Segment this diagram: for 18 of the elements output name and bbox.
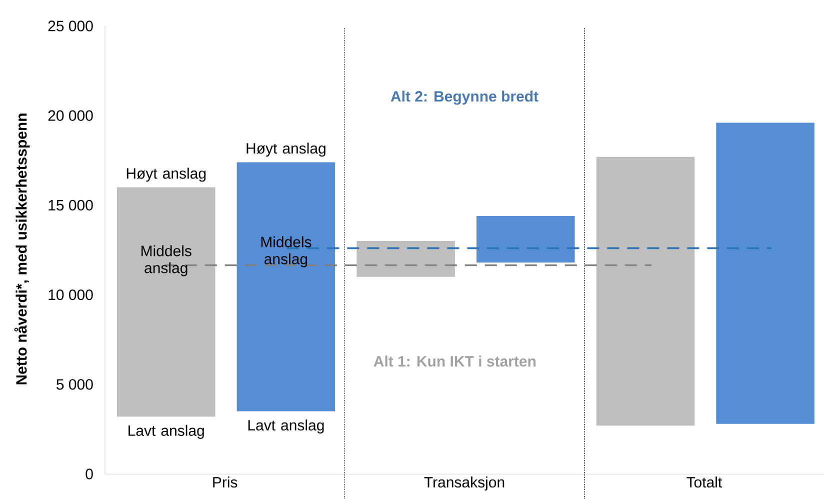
bar-label: Middels anslag <box>261 236 312 268</box>
tick-label: 20 000 <box>48 110 93 121</box>
tick-label: 0 <box>86 468 93 480</box>
tick-label: 15 000 <box>48 200 93 210</box>
series-label: Alt 1: Kun IKT i starten <box>374 356 536 367</box>
bar-label: Høyt anslag <box>126 168 206 182</box>
bar-label: Høyt anslag <box>246 142 326 157</box>
category-label: Pris <box>213 476 238 488</box>
bar-label: Middels anslag <box>142 245 192 276</box>
bar-label: Lavt anslag <box>128 424 204 439</box>
tick-label: 5 000 <box>56 379 93 390</box>
tick-label: 10 000 <box>48 289 93 300</box>
series-label: Alt 2: Begynne bredt <box>390 90 538 105</box>
axis-title: Netto nåverdi*, med usikkerhetsspenn <box>14 114 30 384</box>
bar-label: Lavt anslag <box>248 420 324 434</box>
category-label: Totalt <box>686 476 722 488</box>
category-label: Transaksjon <box>424 476 504 490</box>
tick-label: 25 000 <box>48 20 93 32</box>
